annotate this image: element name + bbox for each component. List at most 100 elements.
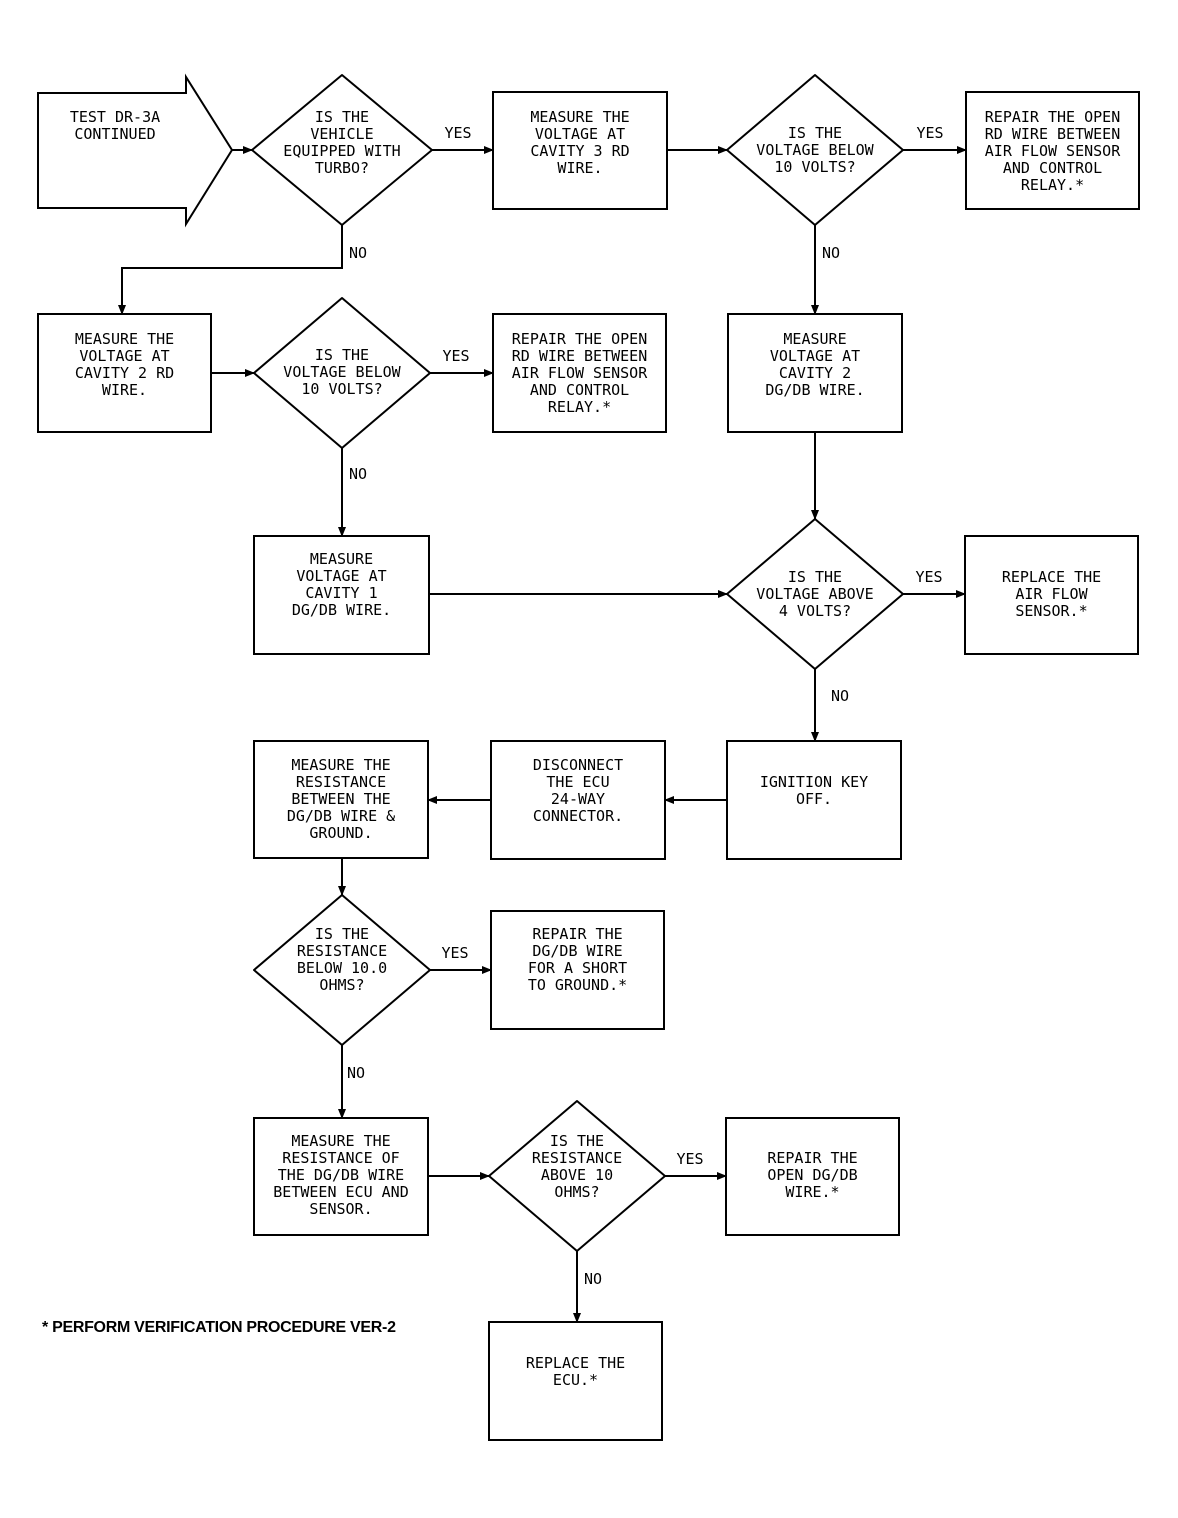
m-res-gnd-line: MEASURE THE: [291, 756, 390, 774]
q-below10-b-decision: [253, 297, 431, 449]
yes-label-turbo: YES: [444, 124, 471, 142]
r-rd-a-line: AND CONTROL: [1003, 159, 1102, 177]
r-afs-box: [964, 535, 1139, 655]
m-res-gnd-line: GROUND.: [309, 824, 372, 842]
q-above4-decision: [726, 518, 904, 670]
m-cav3-line: VOLTAGE AT: [535, 125, 625, 143]
r-open-dg-box: [725, 1117, 900, 1236]
r-rd-a-line: AIR FLOW SENSOR: [985, 142, 1121, 160]
m-cav1-box: [253, 535, 430, 655]
r-rd-a-box: [965, 91, 1140, 210]
q-res-below-decision: [253, 894, 431, 1046]
yes-label-below10a: YES: [916, 124, 943, 142]
r-ecu-box: [488, 1321, 663, 1441]
disc-ecu-line: 24-WAY: [551, 790, 605, 808]
m-res-ecu-line: THE DG/DB WIRE: [278, 1166, 404, 1184]
m-cav1-line: MEASURE: [310, 550, 373, 568]
connectors: [118, 146, 967, 1323]
m-cav2-dg-line: MEASURE: [783, 330, 846, 348]
m-res-ecu-box: [253, 1117, 429, 1236]
r-rd-b-line: RELAY.*: [548, 398, 611, 416]
r-ecu-line: REPLACE THE: [526, 1354, 625, 1372]
yes-label-resabove: YES: [676, 1150, 703, 1168]
r-rd-b-line: REPAIR THE OPEN: [512, 330, 647, 348]
m-cav1-line: VOLTAGE AT: [296, 567, 386, 585]
q-above4-line: 4 VOLTS?: [779, 602, 851, 620]
m-cav3-line: MEASURE THE: [530, 108, 629, 126]
m-cav2-rd-line: MEASURE THE: [75, 330, 174, 348]
start-line: CONTINUED: [74, 125, 155, 143]
r-short-line: REPAIR THE: [532, 925, 622, 943]
r-rd-a-line: REPAIR THE OPEN: [985, 108, 1120, 126]
r-afs-line: SENSOR.*: [1015, 602, 1087, 620]
q-turbo-line: VEHICLE: [310, 125, 373, 143]
r-open-dg-line: WIRE.*: [785, 1183, 839, 1201]
ign-off-line: OFF.: [796, 790, 832, 808]
no-label-resabove: NO: [584, 1270, 602, 1288]
disc-ecu-line: CONNECTOR.: [533, 807, 623, 825]
m-cav3-line: CAVITY 3 RD: [530, 142, 629, 160]
footnote: * PERFORM VERIFICATION PROCEDURE VER-2: [42, 1319, 396, 1336]
q-res-below-line: BELOW 10.0: [297, 959, 387, 977]
r-rd-a-line: RD WIRE BETWEEN: [985, 125, 1120, 143]
q-turbo-decision: [251, 74, 433, 226]
m-res-gnd-box: [253, 740, 429, 859]
q-res-above-line: RESISTANCE: [532, 1149, 622, 1167]
no-label-below10b: NO: [349, 465, 367, 483]
m-cav2-rd-line: VOLTAGE AT: [79, 347, 169, 365]
m-cav3-line: WIRE.: [557, 159, 602, 177]
q-turbo-line: TURBO?: [315, 159, 369, 177]
ign-off-box: [726, 740, 902, 860]
disc-ecu-line: DISCONNECT: [533, 756, 623, 774]
q-res-above-decision: [488, 1100, 666, 1252]
r-short-line: TO GROUND.*: [528, 976, 627, 994]
r-short-box: [490, 910, 665, 1030]
q-turbo-line: IS THE: [315, 108, 369, 126]
m-cav1-line: CAVITY 1: [305, 584, 377, 602]
m-res-ecu-line: RESISTANCE OF: [282, 1149, 399, 1167]
r-rd-b-line: AIR FLOW SENSOR: [512, 364, 648, 382]
m-cav2-rd-line: WIRE.: [102, 381, 147, 399]
q-res-below-line: RESISTANCE: [297, 942, 387, 960]
q-turbo-line: EQUIPPED WITH: [283, 142, 400, 160]
r-short-line: FOR A SHORT: [528, 959, 627, 977]
m-res-gnd-line: BETWEEN THE: [291, 790, 390, 808]
m-cav1-line: DG/DB WIRE.: [292, 601, 391, 619]
m-cav2-rd-line: CAVITY 2 RD: [75, 364, 174, 382]
no-label-below10a: NO: [822, 244, 840, 262]
r-rd-a-line: RELAY.*: [1021, 176, 1084, 194]
r-rd-b-line: AND CONTROL: [530, 381, 629, 399]
no-label-turbo: NO: [349, 244, 367, 262]
m-res-gnd-line: RESISTANCE: [296, 773, 386, 791]
m-res-gnd-line: DG/DB WIRE &: [287, 807, 395, 825]
no-label-resbelow: NO: [347, 1064, 365, 1082]
m-cav2-dg-line: VOLTAGE AT: [770, 347, 860, 365]
r-afs-line: REPLACE THE: [1002, 568, 1101, 586]
disc-ecu-line: THE ECU: [546, 773, 609, 791]
q-res-below-line: OHMS?: [319, 976, 364, 994]
ign-off-line: IGNITION KEY: [760, 773, 868, 791]
r-rd-b-box: [492, 313, 667, 433]
q-below10-a-line: VOLTAGE BELOW: [756, 141, 874, 159]
m-cav2-dg-box: [727, 313, 903, 433]
yes-label-above4: YES: [915, 568, 942, 586]
q-res-above-line: IS THE: [550, 1132, 604, 1150]
m-res-ecu-line: SENSOR.: [309, 1200, 372, 1218]
q-above4-line: IS THE: [788, 568, 842, 586]
yes-label-resbelow: YES: [441, 944, 468, 962]
m-res-ecu-line: BETWEEN ECU AND: [273, 1183, 408, 1201]
m-cav2-rd-box: [37, 313, 212, 433]
m-cav3-box: [492, 91, 668, 210]
edge-turbo-no: [118, 225, 343, 315]
q-res-above-line: OHMS?: [554, 1183, 599, 1201]
m-cav2-dg-line: CAVITY 2: [779, 364, 851, 382]
r-afs-line: AIR FLOW: [1015, 585, 1088, 603]
q-res-below-line: IS THE: [315, 925, 369, 943]
q-below10-a-decision: [726, 74, 904, 226]
no-label-above4: NO: [831, 687, 849, 705]
m-cav2-dg-line: DG/DB WIRE.: [765, 381, 864, 399]
